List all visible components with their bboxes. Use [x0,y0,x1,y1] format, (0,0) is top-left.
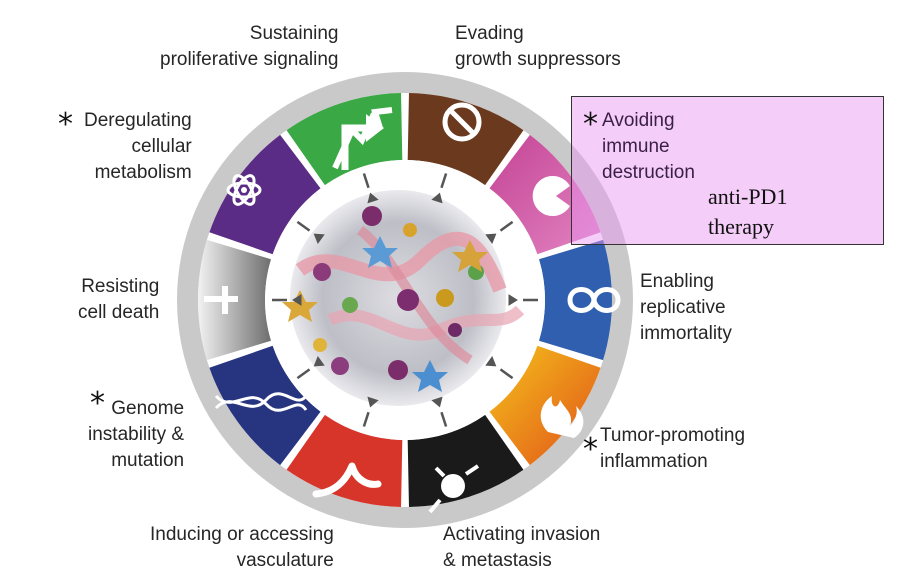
arrowhead-inflammation [485,356,497,367]
arrow-invasion [440,411,448,427]
arrow-inflammation [499,368,514,380]
flame-icon [540,396,584,438]
dna-icon [214,392,308,412]
arrowhead-invasion [431,396,443,408]
asterisk-inflammation: * [583,432,598,467]
vessel-icon [312,462,382,498]
tumor-cluster [282,190,525,406]
arrowhead-proliferative [367,192,379,204]
arrowhead-cell-death [292,294,302,306]
arrow-growth-suppressors [440,173,448,189]
segment-genome [209,345,321,466]
segment-immortality [538,239,612,361]
asterisk-immune: * [583,107,598,142]
no-entry-icon [442,102,482,142]
arrowhead-metabolism [313,233,325,244]
arrowhead-genome [313,356,325,367]
segment-invasion [407,414,524,507]
asterisk-genome: * [90,386,105,421]
pacman-cell-icon [532,176,570,216]
arrow-proliferative [362,173,370,189]
arrowhead-growth-suppressors [431,192,443,204]
segment-metabolism [209,134,321,255]
arrowhead-vasculature [367,396,379,408]
arrow-vasculature [362,411,370,427]
highlight-box [571,96,884,245]
atom-icon [226,174,262,206]
arrow-genome [296,368,311,380]
arrowhead-immune [485,233,497,244]
arrowhead-immortality [508,294,518,306]
arrow-metabolism [296,220,311,232]
infinity-icon [567,287,621,313]
arrow-immune [499,220,514,232]
cross-icon [204,286,238,314]
asterisk-metabolism: * [58,107,73,142]
label-activating-invasion-metastasis: Activating invasion& metastasis [443,524,601,571]
cell-invasion-icon [428,464,480,514]
arrow-icon [332,107,393,170]
